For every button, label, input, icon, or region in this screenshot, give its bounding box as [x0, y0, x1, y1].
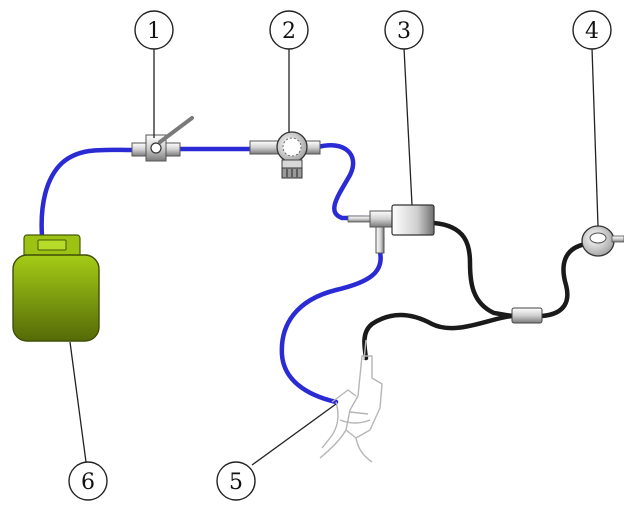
callout-5: 5 [216, 461, 256, 501]
valve-lever [158, 116, 194, 144]
callout-4: 4 [572, 10, 612, 50]
hose-joiner [511, 307, 543, 324]
callout-6-label: 6 [81, 470, 95, 495]
leader-line-5 [251, 403, 337, 466]
shutoff-valve [131, 116, 194, 162]
gas-cylinder [12, 234, 100, 342]
callout-4-label: 4 [585, 19, 599, 44]
leader-line-3 [403, 47, 413, 206]
blue-gas-hose-regulator-to-mixer [315, 143, 367, 221]
black-hose-joiner-to-outlet [539, 241, 589, 319]
leader-line-6 [69, 341, 87, 463]
callout-5-label: 5 [229, 470, 243, 495]
outlet-fitting [581, 225, 624, 257]
handpiece-sketch [319, 339, 383, 463]
mixer-unit [347, 204, 435, 254]
leader-line-4 [591, 47, 599, 227]
callout-1-label: 1 [147, 19, 161, 44]
callout-2: 2 [269, 10, 309, 50]
black-hose-mixer-to-joiner [431, 220, 515, 319]
callout-3: 3 [384, 10, 424, 50]
blue-hose-mixer-to-handpiece [279, 249, 383, 405]
callout-2-label: 2 [282, 19, 296, 44]
callout-1: 1 [134, 10, 174, 50]
callout-6: 6 [68, 461, 108, 501]
callout-3-label: 3 [397, 19, 411, 44]
pressure-regulator [249, 131, 321, 179]
blue-gas-hose-cylinder-to-valve [39, 147, 135, 239]
black-hose-joiner-to-handpiece [362, 312, 515, 361]
